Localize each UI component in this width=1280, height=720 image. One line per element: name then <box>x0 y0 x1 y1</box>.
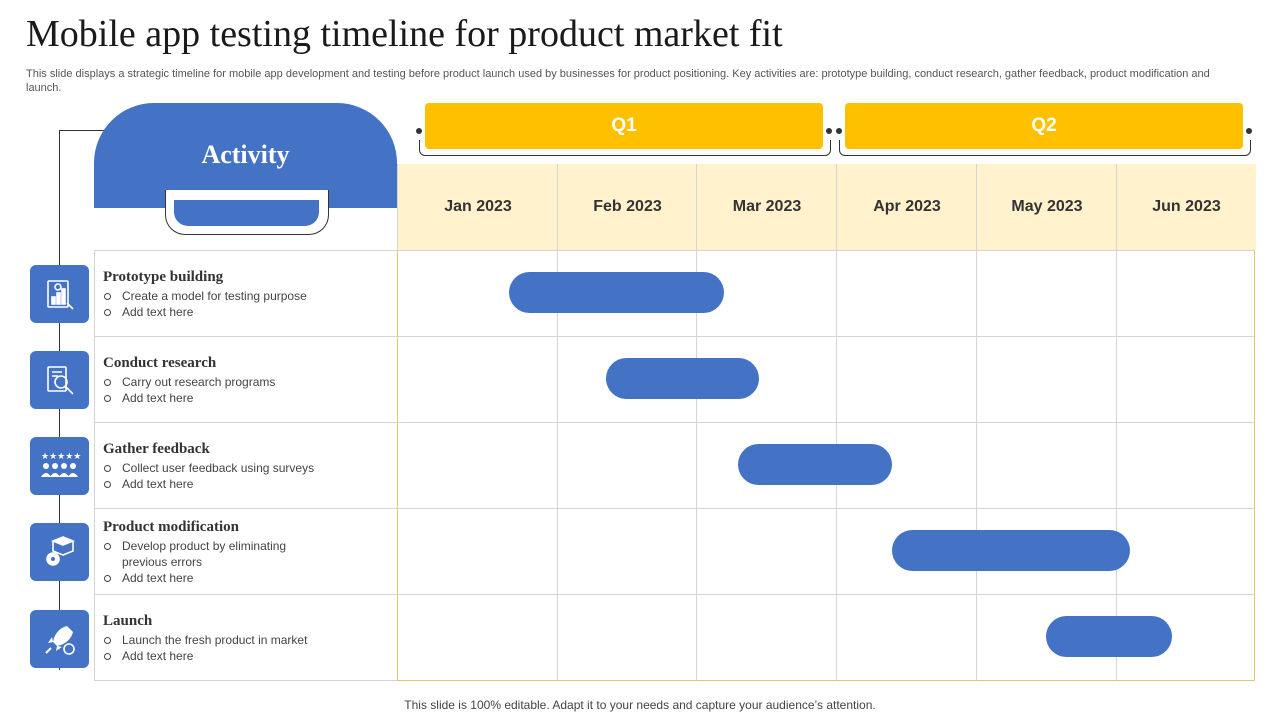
quarter-q2: Q2 <box>845 103 1243 149</box>
quarter-q1: Q1 <box>425 103 823 149</box>
row-bullet: Create a model for testing purpose <box>103 288 393 304</box>
quarter-bracket <box>839 140 1251 156</box>
row-title: Launch <box>103 613 153 629</box>
bracket-dot <box>1246 128 1252 134</box>
row-bullet: Add text here <box>103 648 393 664</box>
research-magnifier-icon <box>30 351 89 409</box>
footer-note: This slide is 100% editable. Adapt it to… <box>404 698 876 712</box>
row-title: Conduct research <box>103 355 217 371</box>
timeline-bar <box>605 358 759 399</box>
row-bullet: Add text here <box>103 570 393 586</box>
timeline-bar <box>1046 616 1172 657</box>
row-bullet: Add text here <box>103 304 393 320</box>
row-bullet: Develop product by eliminating previous … <box>103 538 312 570</box>
bracket-dot <box>836 128 842 134</box>
rocket-icon <box>30 610 89 668</box>
grid-line <box>94 508 1255 509</box>
grid-line <box>94 336 1255 337</box>
month-header: May 2023 <box>976 164 1117 250</box>
month-header: Apr 2023 <box>836 164 977 250</box>
timeline-bar <box>738 444 892 485</box>
grid-line <box>557 250 558 681</box>
svg-text:★★★★★: ★★★★★ <box>41 452 81 462</box>
report-analysis-icon <box>30 265 89 323</box>
row-bullet: Carry out research programs <box>103 374 393 390</box>
connector-line-top <box>59 130 109 131</box>
quarter-bracket <box>419 140 831 156</box>
month-header: Jan 2023 <box>397 164 558 250</box>
row-bullet: Collect user feedback using surveys <box>103 460 393 476</box>
activity-header-tab <box>174 200 319 226</box>
timeline-bar <box>892 530 1130 571</box>
activity-list-panel <box>94 250 397 681</box>
month-header: Jun 2023 <box>1116 164 1256 250</box>
bracket-dot <box>416 128 422 134</box>
timeline-bar <box>509 272 724 313</box>
activity-header-label: Activity <box>201 140 290 169</box>
month-header: Feb 2023 <box>557 164 697 250</box>
grid-line <box>94 250 1255 251</box>
grid-line <box>1116 250 1117 681</box>
row-title: Product modification <box>103 519 239 535</box>
row-bullet: Add text here <box>103 476 393 492</box>
row-bullet: Add text here <box>103 390 393 406</box>
row-title: Gather feedback <box>103 441 210 457</box>
page-title: Mobile app testing timeline for product … <box>26 13 783 55</box>
grid-line <box>696 250 697 681</box>
month-header: Mar 2023 <box>696 164 837 250</box>
grid-line <box>976 250 977 681</box>
row-bullet: Launch the fresh product in market <box>103 632 393 648</box>
grid-line <box>94 594 1255 595</box>
page-subtitle: This slide displays a strategic timeline… <box>26 68 1210 94</box>
grid-line <box>94 422 1255 423</box>
box-gear-icon <box>30 523 89 581</box>
customer-rating-icon: ★★★★★ <box>30 437 89 495</box>
row-title: Prototype building <box>103 269 224 285</box>
bracket-dot <box>826 128 832 134</box>
